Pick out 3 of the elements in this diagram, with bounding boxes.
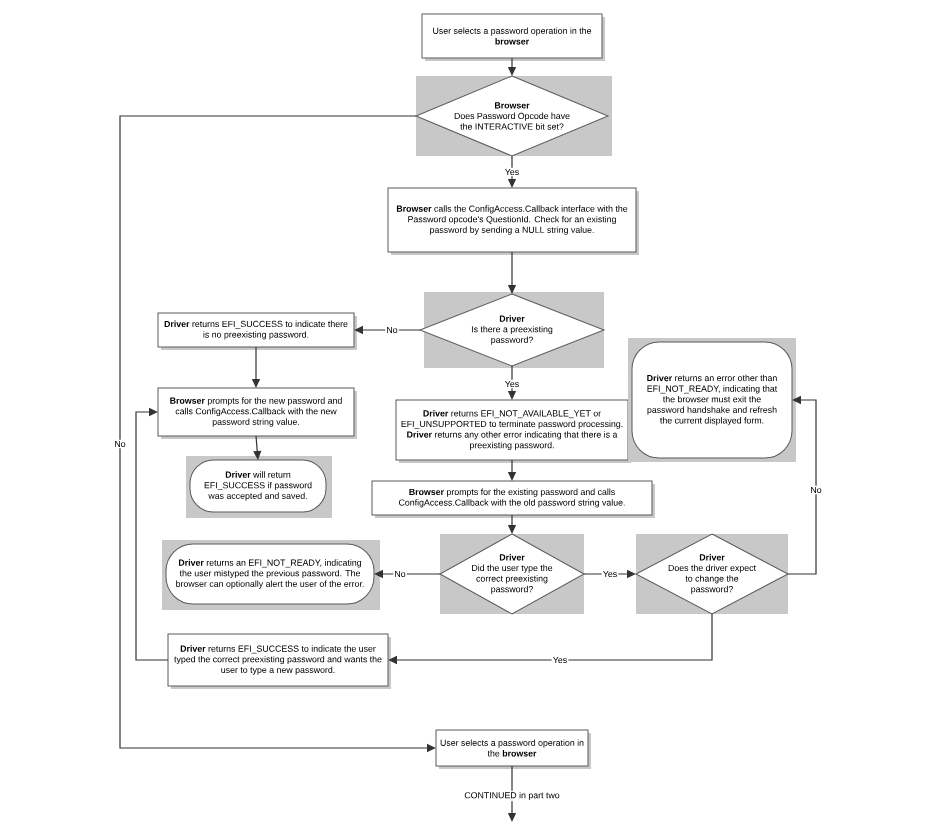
arrow bbox=[135, 407, 169, 661]
arrow bbox=[388, 613, 713, 665]
arrow bbox=[253, 435, 262, 460]
